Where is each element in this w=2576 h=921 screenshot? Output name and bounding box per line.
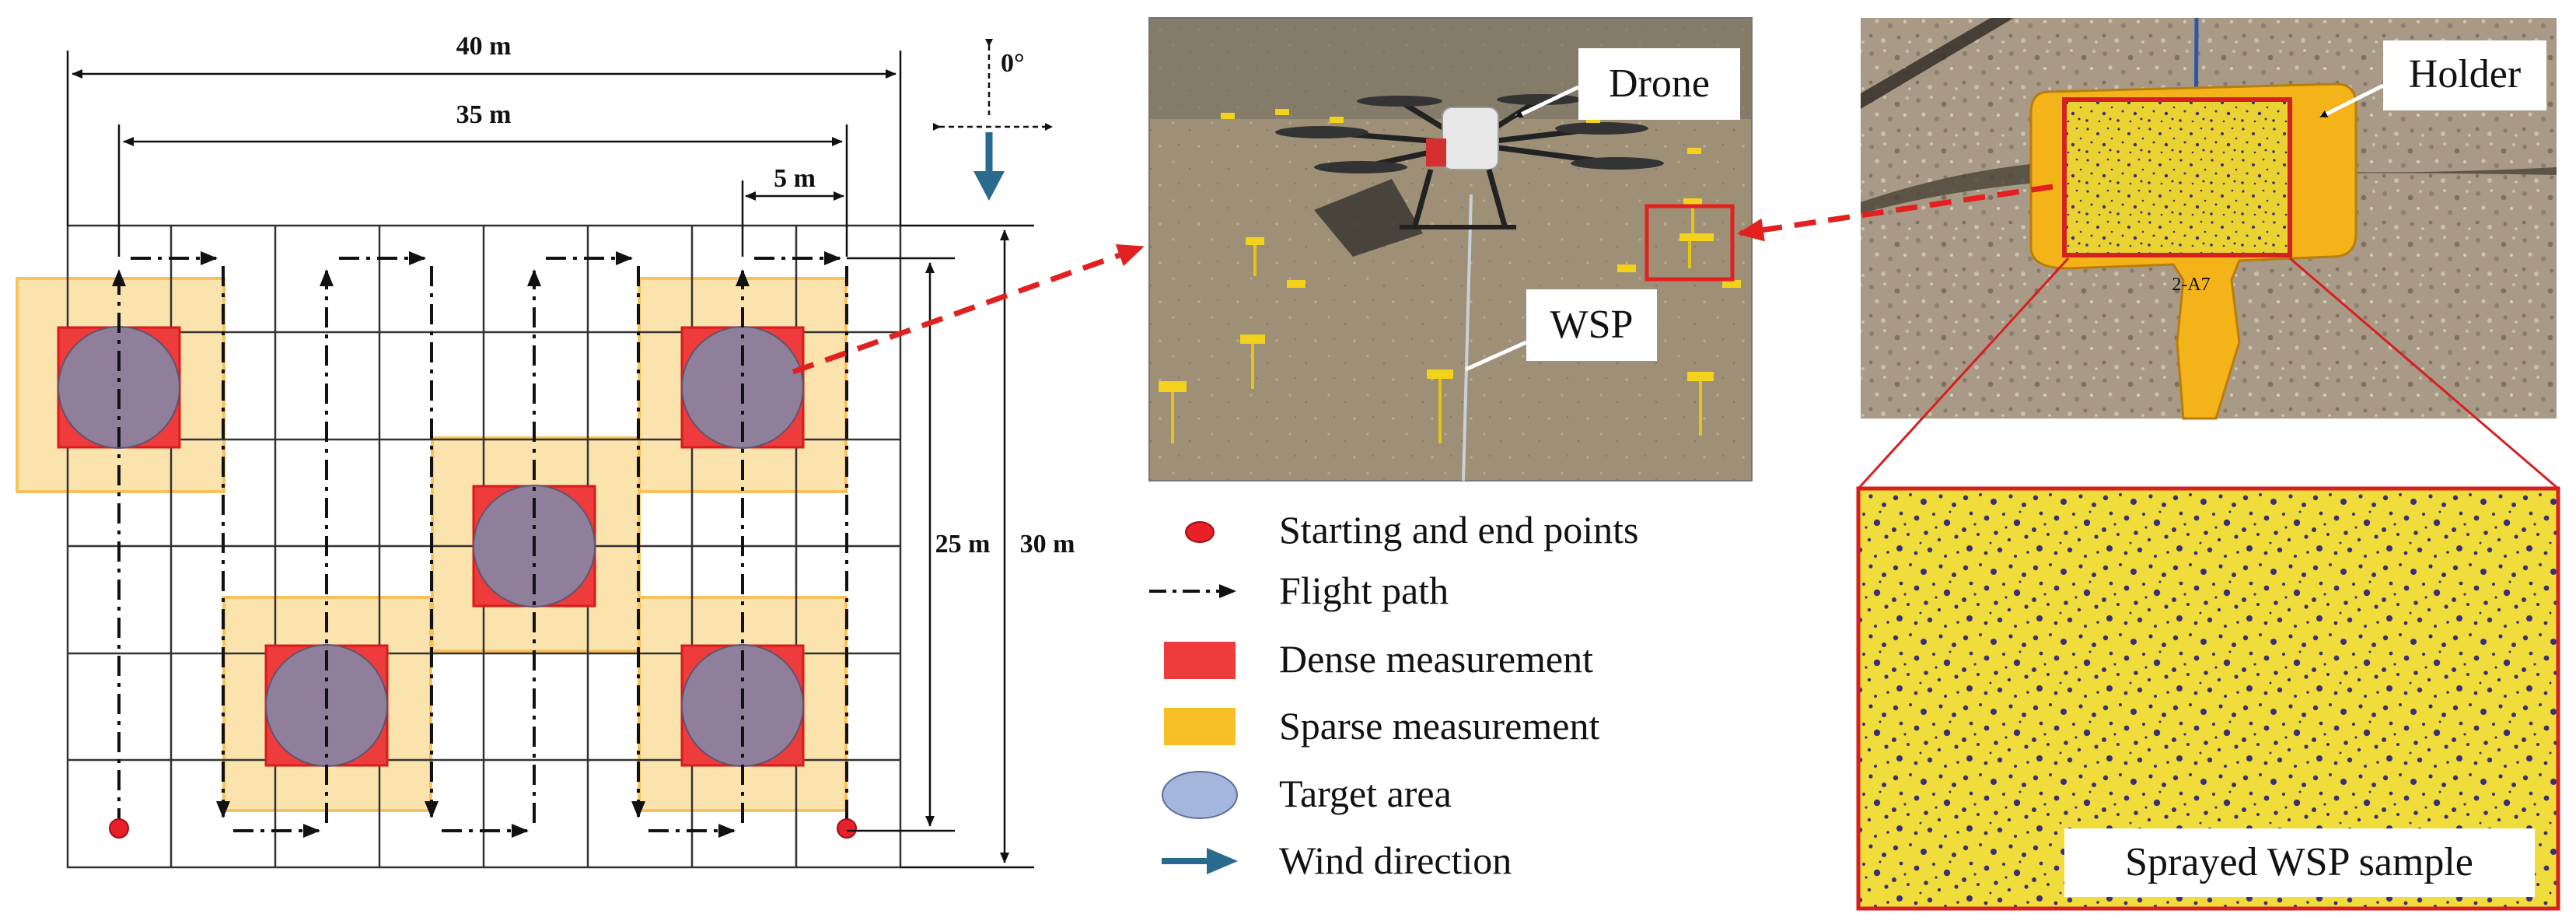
compass: 0° <box>933 39 1053 201</box>
legend-label-sparse: Sparse measurement <box>1279 704 1599 748</box>
drone-photo: Drone WSP <box>1148 17 1753 482</box>
legend-target-symbol <box>1162 771 1238 819</box>
legend-label-wind: Wind direction <box>1279 839 1512 882</box>
drone-shadow <box>1314 179 1423 257</box>
legend-dense-symbol <box>1164 642 1236 679</box>
wsp-callout-label: WSP <box>1550 303 1634 347</box>
legend-item-flight-path: Flight path <box>1149 569 1449 612</box>
legend-item-target: Target area <box>1162 771 1452 819</box>
wsp-callout-box <box>1526 289 1657 361</box>
holder-callout-box <box>2383 40 2546 110</box>
connector-arrow-to-highlight <box>1737 184 2053 242</box>
legend-item-dense: Dense measurement <box>1164 637 1593 681</box>
dim-25m-label: 25 m <box>935 530 991 559</box>
wind-arrow-head <box>973 171 1005 201</box>
dim-35m-label: 35 m <box>456 100 512 129</box>
connector-arrow-to-drone-photo <box>792 243 1145 375</box>
dim-40m-label: 40 m <box>456 32 512 61</box>
dim-30m-label: 30 m <box>1020 530 1075 559</box>
wsp-callout-arrow <box>1464 340 1528 372</box>
dimension-labels: 40 m 35 m 5 m 25 m 30 m <box>456 32 1075 559</box>
flight-path <box>112 251 848 838</box>
sample-caption: Sprayed WSP sample <box>2125 840 2473 884</box>
field-wsp-posts <box>1171 206 1702 443</box>
start-point <box>109 818 129 839</box>
drone-callout-arrow <box>1515 85 1580 119</box>
wsp-card <box>2062 97 2292 257</box>
legend-start-end-symbol <box>1185 521 1215 543</box>
string-line <box>1462 194 1473 482</box>
end-point <box>837 818 857 839</box>
drone-callout-label: Drone <box>1609 61 1710 106</box>
holder-callout-arrow <box>2319 83 2385 119</box>
drone-callout-box <box>1578 48 1740 120</box>
legend-label-dense: Dense measurement <box>1279 637 1593 681</box>
legend-label-target: Target area <box>1279 772 1452 815</box>
legend-item-wind: Wind direction <box>1162 839 1512 882</box>
sample-photo: Sprayed WSP sample <box>1856 257 2560 911</box>
holder-photo: 2-A7 Holder <box>1861 17 2557 420</box>
legend: Starting and end points Flight path Dens… <box>1149 508 1638 882</box>
zoom-line-left <box>1857 257 2070 490</box>
dimension-lines <box>66 51 1034 869</box>
highlighted-wsp-box <box>1645 204 1735 282</box>
legend-sparse-symbol <box>1164 708 1236 745</box>
legend-item-sparse: Sparse measurement <box>1164 704 1599 748</box>
dim-5m-label: 5 m <box>774 164 816 193</box>
sample-caption-box <box>2064 828 2535 897</box>
legend-wind-arrowhead <box>1207 848 1238 874</box>
compass-label: 0° <box>1001 49 1025 78</box>
legend-label-start-end: Starting and end points <box>1279 508 1638 552</box>
zoom-line-right <box>2289 257 2559 490</box>
legend-label-flight-path: Flight path <box>1279 569 1449 612</box>
legend-item-start-end: Starting and end points <box>1185 508 1638 552</box>
field-plan <box>16 224 902 869</box>
holder-callout-label: Holder <box>2409 52 2521 96</box>
card-marking: 2-A7 <box>2172 275 2210 295</box>
